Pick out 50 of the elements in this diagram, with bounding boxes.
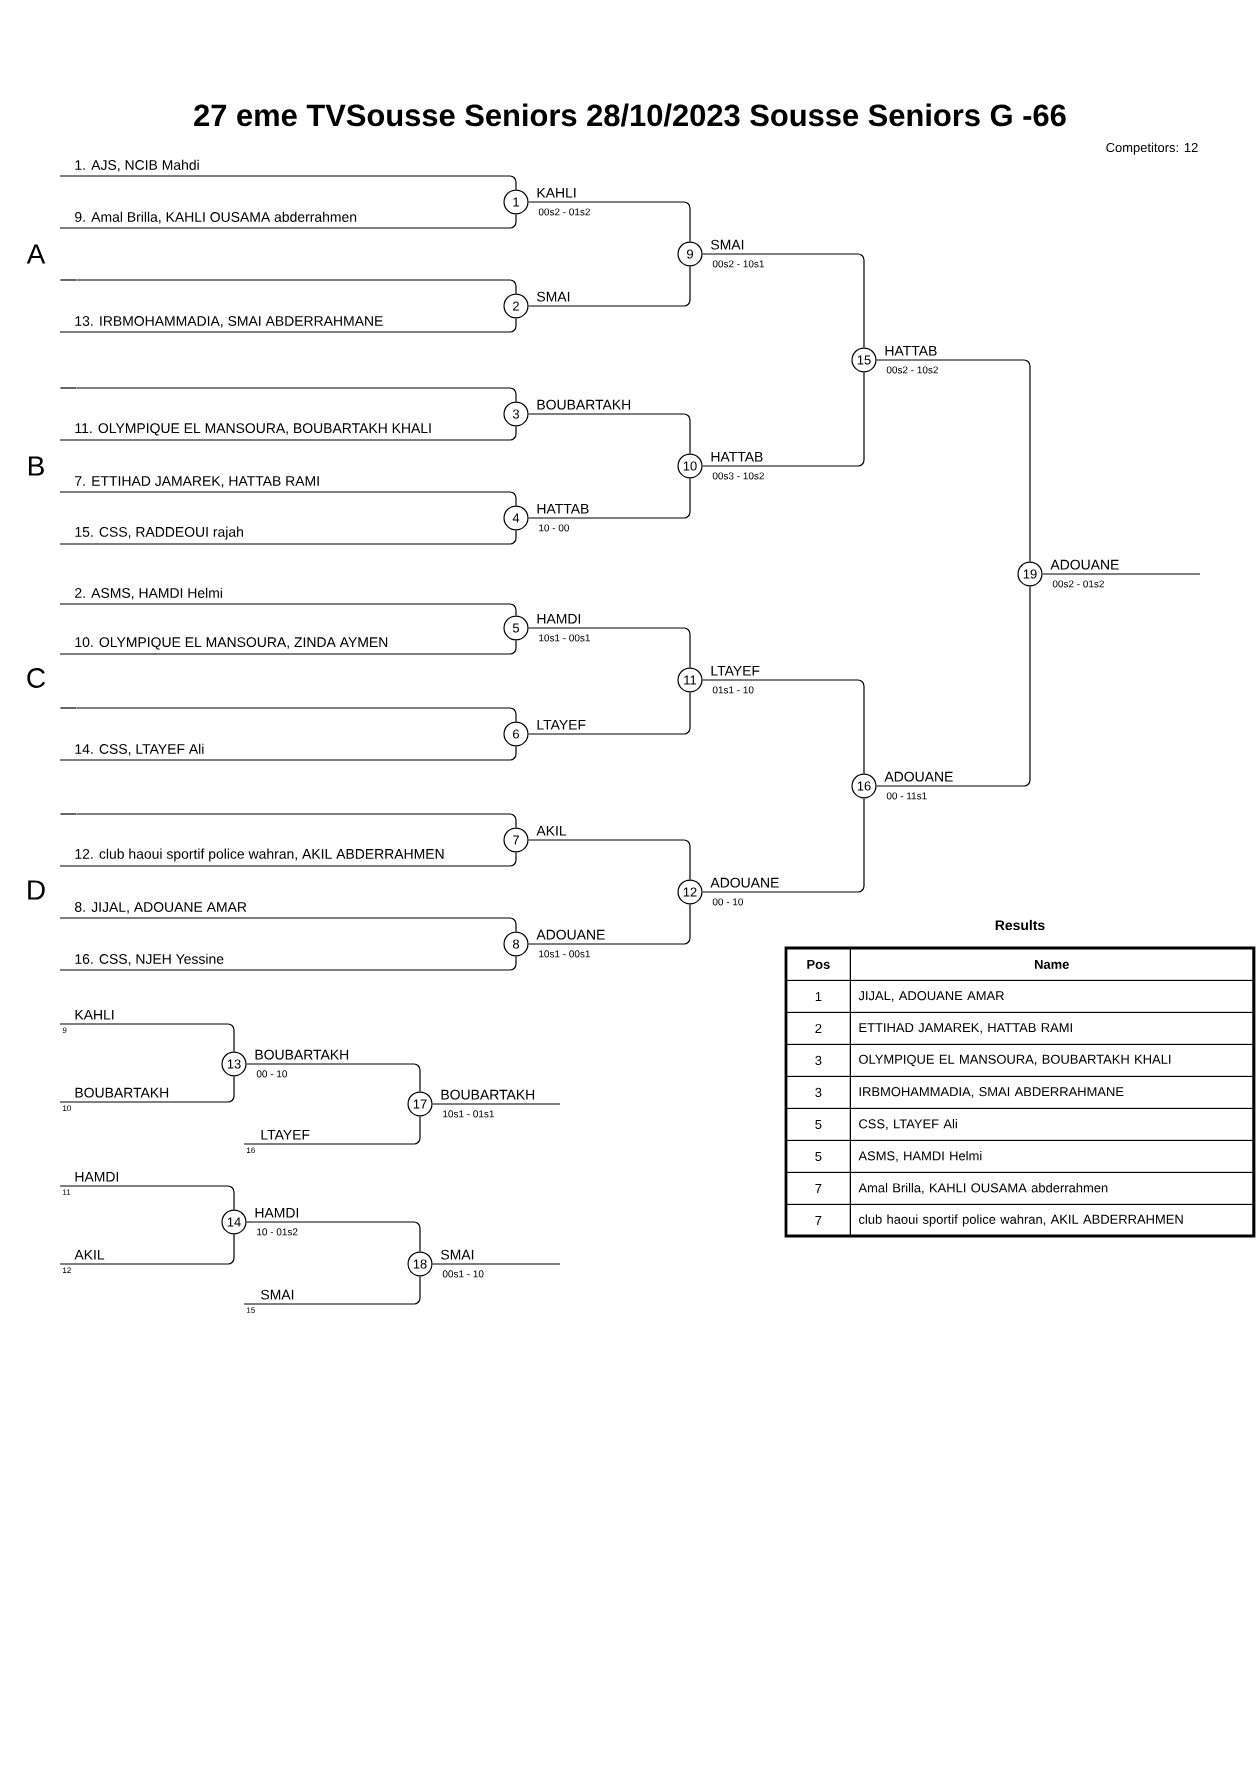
bracket-line	[527, 201, 691, 243]
bracket-line	[59, 639, 517, 655]
bracket-line	[76, 707, 517, 723]
bracket-line	[527, 477, 691, 519]
bracket-line	[59, 851, 517, 867]
bracket-line	[59, 1185, 235, 1211]
empty-slot-line	[60, 387, 77, 389]
bracket-line	[431, 1263, 561, 1265]
bracket-line	[527, 627, 691, 669]
bracket-line	[527, 839, 691, 881]
bracket-line	[701, 371, 865, 467]
bracket-line	[76, 279, 517, 295]
bracket-line	[59, 213, 517, 229]
pool-letter: A	[26, 244, 46, 264]
bracket-line	[875, 585, 1031, 787]
bracket-line	[59, 1075, 235, 1103]
bracket-line	[59, 603, 517, 617]
bracket-line	[431, 1103, 561, 1105]
bracket-line	[59, 745, 517, 761]
bracket-line	[59, 1023, 235, 1053]
bracket-line	[1041, 573, 1201, 575]
bracket-line	[59, 1233, 235, 1265]
empty-slot-line	[60, 813, 77, 815]
pool-letter: B	[29, 456, 44, 476]
empty-slot-line	[60, 279, 77, 281]
bracket-line	[245, 1221, 421, 1253]
bracket-line	[76, 387, 517, 403]
title: 27 eme TVSousse Seniors 28/10/2023 Sousse Seniors G -66	[194, 103, 1066, 127]
bracket-line	[527, 691, 691, 735]
bracket-line	[701, 679, 865, 775]
bracket-line	[527, 903, 691, 945]
bracket-line	[76, 813, 517, 829]
bracket-line	[59, 917, 517, 933]
empty-slot-line	[60, 707, 77, 709]
bracket-line	[59, 491, 517, 507]
bracket-line	[59, 955, 517, 971]
bracket-line	[59, 175, 517, 191]
bracket-line	[243, 1115, 421, 1145]
bracket-line	[701, 253, 865, 349]
bracket-line	[59, 317, 517, 333]
bracket-line	[245, 1063, 421, 1093]
pool-letter: D	[28, 880, 45, 900]
bracket-line	[59, 529, 517, 545]
pool-letter: C	[27, 668, 45, 688]
bracket-line	[243, 1275, 421, 1305]
bracket-line	[701, 797, 865, 893]
bracket-line	[527, 413, 691, 455]
bracket-line	[875, 359, 1031, 563]
bracket-line	[59, 425, 517, 441]
bracket-line	[527, 265, 691, 307]
